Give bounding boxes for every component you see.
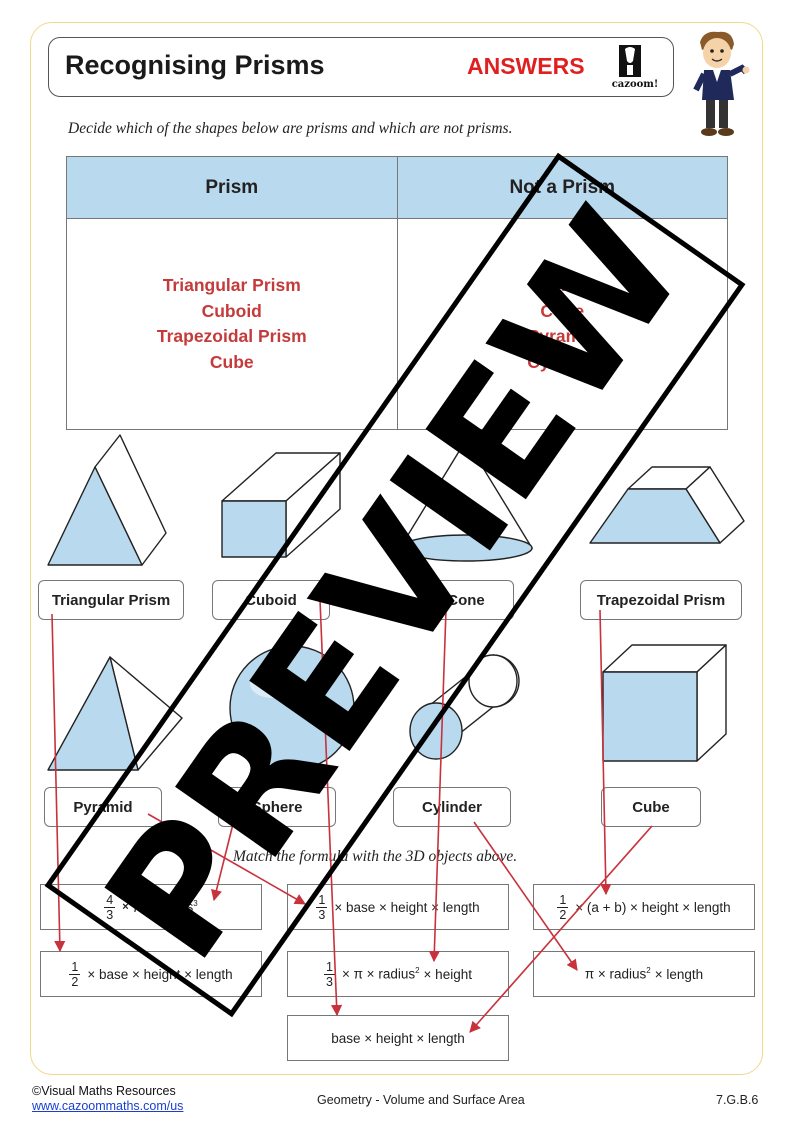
formula-text: × π × radius — [341, 966, 416, 982]
formula-exponent: 3 — [193, 899, 198, 909]
cuboid-shape — [221, 452, 341, 558]
formula-term: radius — [156, 899, 194, 915]
label-sphere: Sphere — [218, 787, 336, 827]
formula-text: × base × height × length — [334, 899, 480, 915]
formula-text: × (a + b) × height × length — [575, 899, 731, 915]
footer-left: ©Visual Maths Resources www.cazoommaths.… — [32, 1084, 183, 1114]
frac-den: 2 — [559, 907, 567, 922]
formula-text: × height — [423, 966, 472, 982]
frac-num: 1 — [69, 959, 81, 975]
frac-den: 3 — [106, 907, 114, 922]
label-cylinder: Cylinder — [393, 787, 511, 827]
frac-num: 1 — [557, 892, 569, 908]
instruction-part1: Decide which of the shapes below are pri… — [68, 120, 513, 137]
title-box: Recognising Prisms ANSWERS cazoom! — [48, 37, 674, 97]
label-pyramid: Pyramid — [44, 787, 162, 827]
site-link[interactable]: www.cazoommaths.com/us — [32, 1099, 184, 1113]
trapezoidal-prism-shape — [589, 466, 745, 544]
formula-text: × length — [654, 966, 704, 982]
formula-text: π × radius — [584, 966, 647, 982]
cartoon-boy-icon — [693, 31, 750, 136]
frac-den: 3 — [326, 974, 333, 989]
label-cone: Cone — [418, 580, 514, 620]
cylinder-shape — [409, 654, 520, 760]
instruction-part2: Match the formula with the 3D objects ab… — [233, 848, 518, 865]
frac-num: 1 — [316, 892, 328, 908]
page-frame — [30, 22, 763, 1075]
formula-op: × — [146, 901, 153, 913]
formula-text: × base × height × length — [87, 966, 233, 982]
label-trapezoidal-prism: Trapezoidal Prism — [580, 580, 742, 620]
formula-cuboid: base × height × length — [287, 1015, 509, 1061]
page-title: Recognising Prisms — [65, 50, 325, 80]
footer-code: 7.G.B.6 — [716, 1093, 759, 1107]
frac-num: 1 — [324, 959, 335, 975]
sphere-shape — [229, 645, 355, 771]
formula-text: base × height × length — [331, 1030, 465, 1046]
formula-op: × — [122, 901, 129, 913]
cazoom-logo: cazoom! — [611, 43, 659, 93]
label-cube: Cube — [601, 787, 701, 827]
label-cuboid: Cuboid — [212, 580, 330, 620]
frac-den: 3 — [318, 907, 326, 922]
formula-exponent: 2 — [415, 966, 420, 976]
cube-shape — [602, 644, 727, 762]
triangular-prism-shape — [47, 434, 167, 566]
label-triangular-prism: Triangular Prism — [38, 580, 184, 620]
frac-den: 2 — [71, 974, 79, 989]
frac-num: 4 — [104, 892, 116, 908]
logo-icon — [619, 45, 641, 77]
footer-topic: Geometry - Volume and Surface Area — [317, 1093, 525, 1107]
copyright: ©Visual Maths Resources — [32, 1084, 176, 1098]
formula-pi: π — [132, 899, 143, 915]
formula-exponent: 2 — [646, 966, 651, 976]
formula-cylinder: π × radius2 × length — [533, 951, 755, 997]
pyramid-shape — [47, 656, 183, 771]
answers-label: ANSWERS — [467, 53, 585, 79]
cone-shape — [398, 438, 534, 562]
logo-text: cazoom! — [611, 79, 659, 90]
